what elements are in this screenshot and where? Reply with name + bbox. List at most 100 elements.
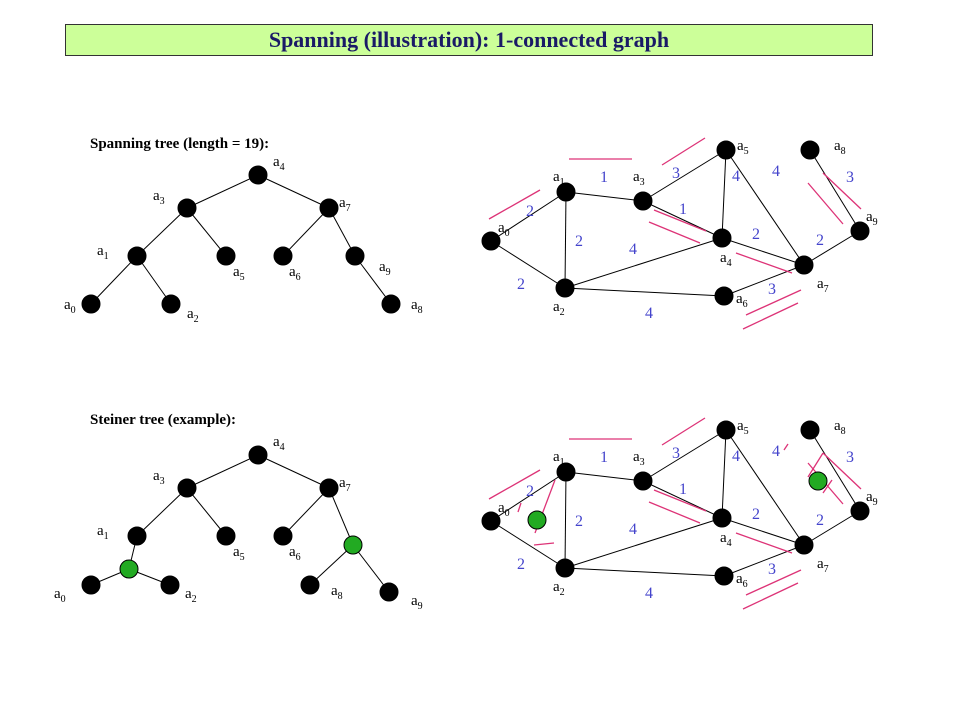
graph-node-a3 — [633, 471, 653, 491]
graph-node-a2 — [555, 558, 575, 578]
graph-label-a2: a2 — [553, 579, 565, 598]
steiner-point-node — [343, 535, 363, 555]
selected-edge-marker — [488, 189, 541, 220]
graph-node-a4 — [712, 508, 732, 528]
graph-edge — [564, 517, 723, 569]
steiner-tree-edge — [186, 487, 227, 537]
graph-node-a5 — [716, 140, 736, 160]
selected-edge-marker — [661, 417, 706, 446]
selected-edge-marker — [661, 137, 706, 166]
tree-label-a3: a3 — [153, 188, 165, 207]
tree-label-a5: a5 — [233, 264, 245, 283]
graph-label-a4: a4 — [720, 530, 732, 549]
steiner-tree-node-a3 — [177, 478, 197, 498]
graph-edge — [809, 149, 861, 232]
graph-node-a7 — [794, 535, 814, 555]
edge-weight-label: 4 — [629, 521, 637, 538]
graph-edge — [725, 149, 805, 266]
selected-edge-marker — [648, 221, 701, 244]
graph-node-a6 — [714, 286, 734, 306]
graph-label-a1: a1 — [553, 169, 565, 188]
steiner-tree-node-a6 — [273, 526, 293, 546]
graph-edge — [564, 567, 725, 577]
steiner-tree-node-a7 — [319, 478, 339, 498]
graph-edge — [721, 517, 805, 546]
selected-edge-marker — [735, 252, 793, 274]
graph-node-a4 — [712, 228, 732, 248]
graph-label-a3: a3 — [633, 169, 645, 188]
steiner-tree-label-a2: a2 — [185, 586, 197, 605]
tree-node-a0 — [81, 294, 101, 314]
graph-edge — [490, 471, 567, 522]
tree-edge — [136, 255, 172, 305]
graph-node-a5 — [716, 420, 736, 440]
steiner-tree-edge — [309, 544, 354, 586]
graph-edge — [490, 240, 566, 289]
edge-weight-label: 1 — [600, 169, 608, 186]
graph-node-a3 — [633, 191, 653, 211]
steiner-tree-edge — [186, 454, 259, 489]
edge-weight-label: 4 — [732, 448, 740, 465]
edge-weight-label: 2 — [816, 512, 824, 529]
graph-edge — [803, 510, 861, 546]
steiner-edge-marker — [822, 479, 833, 494]
tree-node-a8 — [381, 294, 401, 314]
edge-weight-label: 3 — [846, 169, 854, 186]
steiner-tree-caption: Steiner tree (example): — [90, 412, 237, 428]
graph-node-a9 — [850, 221, 870, 241]
selected-edge-marker — [745, 289, 802, 316]
steiner-tree-label-a8: a8 — [331, 583, 343, 602]
graph-label-a9: a9 — [866, 209, 878, 228]
graph-label-a5: a5 — [737, 138, 749, 157]
steiner-tree-edge — [328, 487, 354, 546]
graph-node-a7 — [794, 255, 814, 275]
edge-weight-label: 3 — [846, 449, 854, 466]
tree-node-a5 — [216, 246, 236, 266]
selected-edge-marker — [822, 172, 862, 210]
steiner-tree-label-a6: a6 — [289, 544, 301, 563]
steiner-tree-label-a1: a1 — [97, 523, 109, 542]
steiner-point-node — [527, 510, 547, 530]
graph-edge — [809, 429, 861, 512]
selected-edge-marker — [735, 532, 793, 554]
tree-node-a3 — [177, 198, 197, 218]
steiner-edge-marker — [783, 443, 789, 451]
graph-edge — [642, 429, 727, 482]
tree-node-a4 — [248, 165, 268, 185]
edge-weight-label: 2 — [816, 232, 824, 249]
graph-edge — [565, 191, 644, 202]
graph-edge — [723, 264, 805, 297]
tree-label-a9: a9 — [379, 259, 391, 278]
graph-label-a8: a8 — [834, 138, 846, 157]
tree-node-a1 — [127, 246, 147, 266]
graph-node-a0 — [481, 511, 501, 531]
tree-node-a7 — [319, 198, 339, 218]
graph-label-a5: a5 — [737, 418, 749, 437]
spanning-tree-caption: Spanning tree (length = 19): — [90, 136, 270, 152]
edge-weight-label: 2 — [517, 556, 525, 573]
edge-weight-label: 3 — [768, 281, 776, 298]
steiner-tree-edge — [257, 454, 330, 489]
tree-label-a1: a1 — [97, 243, 109, 262]
graph-label-a2: a2 — [553, 299, 565, 318]
tree-label-a7: a7 — [339, 195, 351, 214]
steiner-tree-label-a5: a5 — [233, 544, 245, 563]
selected-edge-marker — [807, 182, 844, 225]
graph-node-a8 — [800, 140, 820, 160]
steiner-tree-node-a9 — [379, 582, 399, 602]
tree-edge — [282, 207, 330, 257]
graph-label-a7: a7 — [817, 556, 829, 575]
graph-label-a7: a7 — [817, 276, 829, 295]
selected-edge-marker — [742, 582, 799, 610]
graph-label-a9: a9 — [866, 489, 878, 508]
graph-label-a0: a0 — [498, 220, 510, 239]
edge-weight-label: 4 — [645, 305, 653, 322]
page-title: Spanning (illustration): 1-connected gra… — [268, 27, 670, 52]
graph-node-a1 — [556, 182, 576, 202]
tree-node-a9 — [345, 246, 365, 266]
graph-node-a0 — [481, 231, 501, 251]
tree-edge — [90, 255, 138, 305]
